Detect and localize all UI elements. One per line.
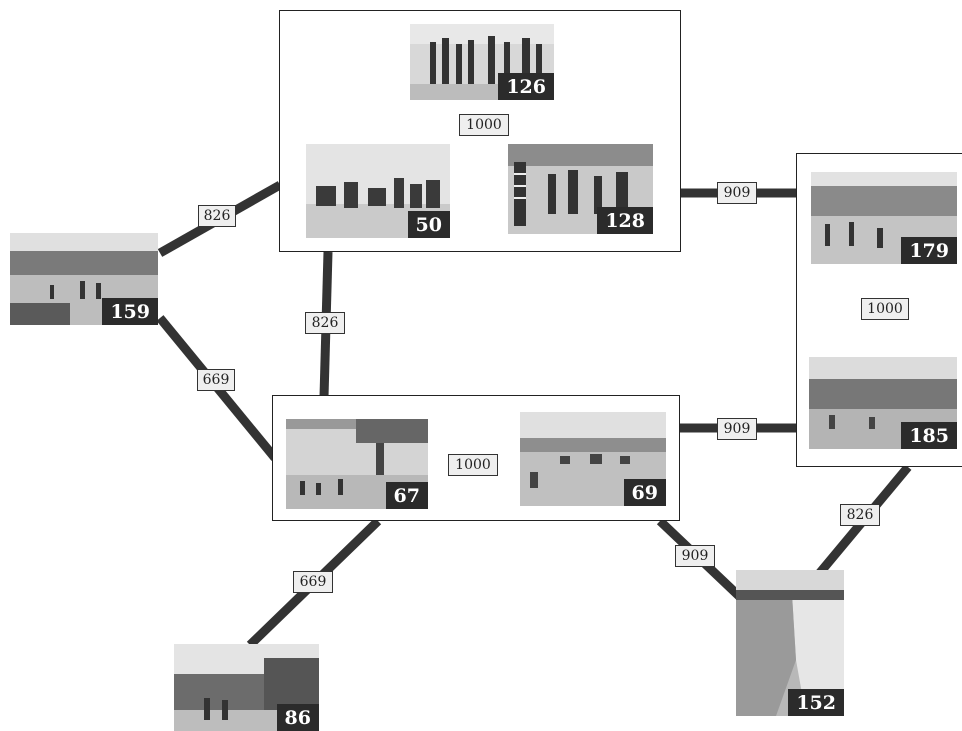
photo-159[interactable]: 159	[10, 233, 158, 325]
beach-scene-image	[508, 144, 653, 234]
node-number: 128	[597, 207, 653, 234]
edge-weight-label: 826	[305, 312, 345, 334]
edge-weight-label: 1000	[459, 114, 509, 136]
edge-weight-label: 669	[197, 369, 235, 391]
photo-67[interactable]: 67	[286, 419, 428, 509]
edge-weight-label: 826	[198, 205, 236, 227]
photo-126[interactable]: 126	[410, 24, 554, 100]
edge-weight-label: 1000	[448, 454, 498, 476]
photo-128[interactable]: 128	[508, 144, 653, 234]
street-buildings-image	[174, 644, 319, 731]
edge-weight-label: 909	[717, 182, 757, 204]
node-number: 179	[901, 237, 957, 264]
node-number: 50	[407, 211, 450, 238]
edge-weight-label: 669	[293, 571, 333, 593]
node-number: 185	[901, 422, 957, 449]
photo-185[interactable]: 185	[809, 357, 957, 449]
photo-69[interactable]: 69	[520, 412, 666, 506]
node-number: 67	[385, 482, 428, 509]
photo-86[interactable]: 86	[174, 644, 319, 731]
edge-weight-label: 826	[840, 504, 880, 526]
node-number: 69	[623, 479, 666, 506]
node-number: 159	[102, 298, 158, 325]
photo-50[interactable]: 50	[306, 144, 450, 238]
edge-weight-label: 909	[675, 545, 715, 567]
node-number: 86	[276, 704, 319, 731]
beach-people-image	[306, 144, 450, 238]
photo-152[interactable]: 152	[736, 570, 844, 716]
photo-179[interactable]: 179	[811, 172, 957, 264]
edge-weight-label: 1000	[861, 298, 909, 320]
node-number: 152	[788, 689, 844, 716]
node-number: 126	[498, 73, 554, 100]
edge-weight-label: 909	[717, 418, 757, 440]
